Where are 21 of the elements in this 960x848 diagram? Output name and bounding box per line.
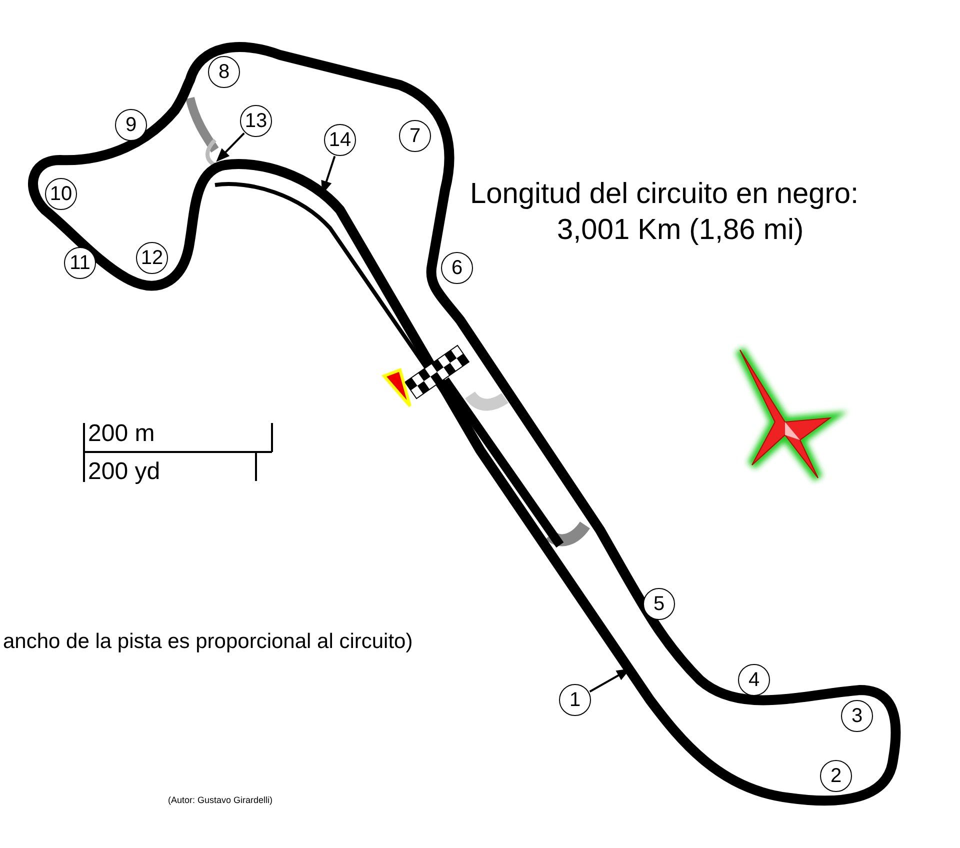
corner-number: 1 bbox=[559, 684, 591, 716]
author-credit: (Autor: Gustavo Girardelli) bbox=[168, 795, 273, 805]
corner-number: 4 bbox=[738, 664, 770, 696]
circuit-length-text: Longitud del circuito en negro: bbox=[470, 178, 859, 211]
scale-label: 200 m bbox=[88, 420, 155, 448]
corner-number: 7 bbox=[399, 120, 431, 152]
corner-number: 6 bbox=[441, 252, 473, 284]
corner-number: 12 bbox=[136, 242, 168, 274]
corner-number: 3 bbox=[841, 700, 873, 732]
circuit-length-value: 3,001 Km (1,86 mi) bbox=[557, 214, 804, 247]
corner-number: 10 bbox=[45, 178, 77, 210]
leader-line bbox=[216, 132, 246, 162]
corner-number: 11 bbox=[64, 247, 96, 279]
corner-number: 2 bbox=[820, 760, 852, 792]
note-text: ancho de la pista es proporcional al circuito) bbox=[3, 630, 413, 654]
corner-number: 14 bbox=[324, 124, 356, 156]
corner-number: 13 bbox=[240, 105, 272, 137]
scale-label: 200 yd bbox=[88, 458, 160, 486]
corner-number: 8 bbox=[208, 56, 240, 88]
corner-number: 9 bbox=[115, 109, 147, 141]
corner-number: 5 bbox=[643, 588, 675, 620]
